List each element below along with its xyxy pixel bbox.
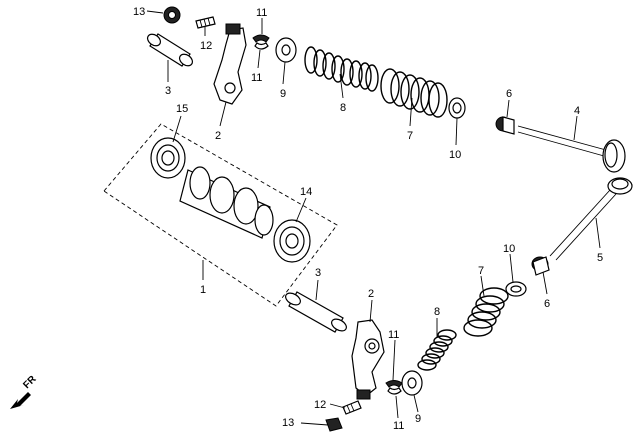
callout-15: 15 xyxy=(176,103,188,115)
part-9-retainer-bottom xyxy=(401,370,423,396)
part-8-inner-spring-bottom xyxy=(417,329,457,371)
part-5-valve xyxy=(549,177,633,261)
part-2-rocker-arm-top xyxy=(213,23,247,105)
callout-12-top: 12 xyxy=(200,40,212,52)
part-4-valve xyxy=(517,125,626,173)
part-8-inner-spring-top xyxy=(304,46,379,92)
callout-10-bottom: 10 xyxy=(503,243,515,255)
callout-7-top: 7 xyxy=(407,130,413,142)
callout-11-bottom-b: 11 xyxy=(393,420,404,432)
callout-3-top: 3 xyxy=(165,85,171,97)
callout-1: 1 xyxy=(200,284,206,296)
callout-14: 14 xyxy=(300,186,312,198)
part-13-nut-bottom xyxy=(325,417,343,432)
part-2-rocker-arm-bottom xyxy=(351,319,385,400)
part-12-adjuster-screw-top xyxy=(195,16,216,29)
part-3-rocker-shaft-bottom xyxy=(285,291,347,333)
part-13-nut-top xyxy=(163,6,181,24)
front-direction-label: FR xyxy=(21,373,39,391)
callout-labels: 13 12 11 11 3 15 2 9 8 7 10 6 4 14 1 3 5… xyxy=(133,6,603,432)
part-7-outer-spring-top xyxy=(380,68,448,118)
part-14-bearing xyxy=(273,219,311,263)
callout-4: 4 xyxy=(574,105,580,117)
part-7-outer-spring-bottom xyxy=(463,287,509,337)
part-11-cotters-bottom xyxy=(385,380,403,395)
callout-6-bottom: 6 xyxy=(544,298,550,310)
callout-11-top-b: 11 xyxy=(251,72,262,84)
part-10-spring-seat-bottom xyxy=(505,281,527,297)
part-15-bearing xyxy=(150,137,186,179)
callout-2-top: 2 xyxy=(215,130,221,142)
part-3-rocker-shaft-top xyxy=(146,33,194,67)
callout-13-bottom: 13 xyxy=(282,417,294,429)
front-direction-indicator: FR xyxy=(10,373,39,409)
callout-11-bottom-a: 11 xyxy=(388,329,399,341)
leader-lines xyxy=(146,10,601,426)
callout-2-bottom: 2 xyxy=(368,288,374,300)
callout-7-bottom: 7 xyxy=(478,265,484,277)
part-6-stem-seal-bottom xyxy=(531,256,550,276)
camshaft xyxy=(179,166,274,239)
callout-8-bottom: 8 xyxy=(434,306,440,318)
front-arrow-icon xyxy=(10,392,31,409)
callout-8-top: 8 xyxy=(340,102,346,114)
callout-9-bottom: 9 xyxy=(415,413,421,425)
callout-13-top: 13 xyxy=(133,6,145,18)
callout-12-bottom: 12 xyxy=(314,399,326,411)
camshaft-assembly-frame xyxy=(103,123,338,307)
part-11-cotters-top xyxy=(252,34,270,50)
callout-6-top: 6 xyxy=(506,88,512,100)
part-12-adjuster-screw-bottom xyxy=(342,400,362,415)
callout-10-top: 10 xyxy=(449,149,461,161)
callout-9-top: 9 xyxy=(280,88,286,100)
callout-3-bottom: 3 xyxy=(315,267,321,279)
part-6-stem-seal-top xyxy=(495,116,515,135)
callout-11-top-a: 11 xyxy=(256,7,267,19)
callout-5: 5 xyxy=(597,252,603,264)
part-9-retainer-top xyxy=(275,37,297,63)
part-10-spring-seat-top xyxy=(448,97,466,119)
